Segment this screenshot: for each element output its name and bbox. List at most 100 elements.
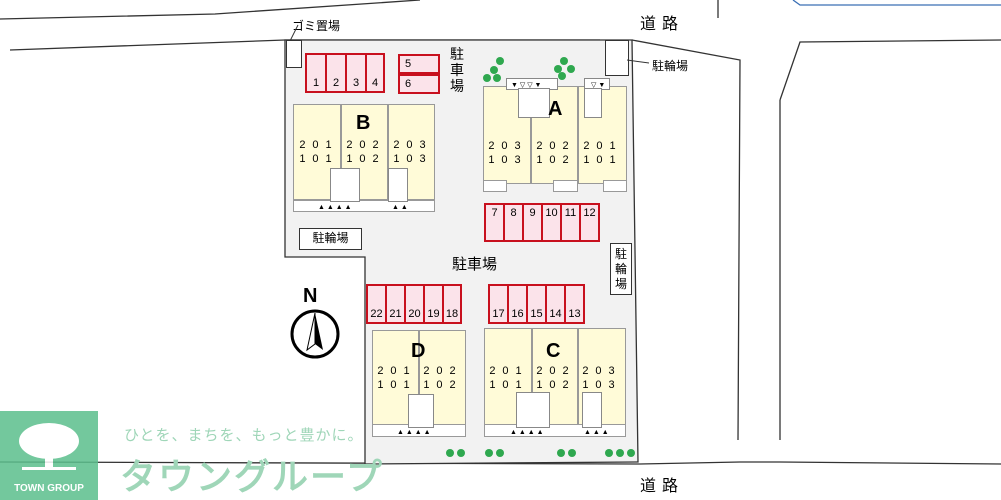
parking-stall-11: 11 xyxy=(560,203,581,242)
tree xyxy=(560,57,568,65)
stall-number: 15 xyxy=(530,308,543,320)
unit-number: 201 101 xyxy=(489,365,529,391)
parking-stall-8: 8 xyxy=(503,203,524,242)
tree xyxy=(446,449,454,457)
unit-number: 203 103 xyxy=(488,140,528,166)
building-label-a: A xyxy=(548,98,563,120)
parking-label-center: 駐車場 xyxy=(452,256,498,273)
building-b-balcony xyxy=(293,200,435,212)
bike-parking-sign-left: 駐輪場 xyxy=(299,228,362,250)
logo-text: TOWN GROUP xyxy=(14,483,84,494)
tree xyxy=(457,449,465,457)
unit-number: 201 101 xyxy=(377,365,417,391)
stall-number: 7 xyxy=(491,207,498,219)
parking-stall-7: 7 xyxy=(484,203,505,242)
stall-number: 22 xyxy=(370,308,383,320)
stall-number: 9 xyxy=(529,207,536,219)
tree xyxy=(605,449,613,457)
bike-parking-sign-right: 駐輪場 xyxy=(610,243,632,295)
stall-number: 2 xyxy=(332,77,340,89)
parking-stall-16: 16 xyxy=(507,284,528,324)
unit-number: 202 102 xyxy=(423,365,463,391)
parking-stall-19: 19 xyxy=(423,284,444,324)
tree xyxy=(483,74,491,82)
brand-name: タウングループ xyxy=(120,456,384,497)
parking-stall-3: 3 xyxy=(345,53,367,93)
entrance-c-2 xyxy=(582,392,602,428)
stall-number: 8 xyxy=(510,207,517,219)
tree xyxy=(627,449,635,457)
stall-number: 17 xyxy=(492,308,505,320)
unit-number: 202 102 xyxy=(536,365,576,391)
tree xyxy=(554,65,562,73)
building-a-porch xyxy=(483,180,507,192)
parking-stall-5: 5 xyxy=(398,54,440,74)
garbage-leader xyxy=(289,24,299,42)
parking-stall-1: 1 xyxy=(305,53,327,93)
parking-stall-18: 18 xyxy=(442,284,462,324)
tree xyxy=(557,449,565,457)
unit-number: 201 101 xyxy=(299,139,339,165)
parking-stall-6: 6 xyxy=(398,74,440,94)
parking-stall-4: 4 xyxy=(365,53,385,93)
entrance-b-2 xyxy=(388,168,408,202)
parking-stall-12: 12 xyxy=(579,203,600,242)
parking-stall-9: 9 xyxy=(522,203,543,242)
unit-number: 202 102 xyxy=(346,139,386,165)
unit-number: 203 103 xyxy=(393,139,433,165)
entrance-c-1 xyxy=(516,392,550,428)
entrance-marker: ▲ ▲ ▲ ▲ xyxy=(318,204,352,211)
bike-parking-label-right: 駐輪場 xyxy=(614,247,627,291)
parking-stall-20: 20 xyxy=(404,284,425,324)
unit-number: 203 103 xyxy=(582,365,622,391)
stall-number: 12 xyxy=(583,207,596,219)
stall-number: 18 xyxy=(445,308,459,320)
garbage-label: ゴミ置場 xyxy=(292,19,341,33)
unit-number: 202 102 xyxy=(536,140,576,166)
tree-logo-icon xyxy=(19,423,79,470)
stall-number: 11 xyxy=(564,207,577,219)
parking-stall-22: 22 xyxy=(366,284,387,324)
building-label-b: B xyxy=(356,112,371,134)
entrance-d xyxy=(408,394,434,428)
entrance-b-1 xyxy=(330,168,360,202)
building-label-d: D xyxy=(411,340,426,362)
entrance-marker: ▼ ▽ ▽ ▼ xyxy=(511,82,542,89)
stall-number: 1 xyxy=(312,77,320,89)
tree xyxy=(558,72,566,80)
entrance-marker: ▲ ▲ ▲ ▲ xyxy=(510,429,544,436)
stall-number: 3 xyxy=(352,77,360,89)
stall-number: 21 xyxy=(389,308,402,320)
stall-number: 20 xyxy=(408,308,421,320)
bike-parking-label-top-right: 駐輪場 xyxy=(652,59,689,73)
north-label: N xyxy=(303,285,318,307)
entrance-marker: ▲ ▲ ▲ xyxy=(584,429,609,436)
entrance-marker: ▽ ▼ xyxy=(591,82,606,89)
parking-stall-15: 15 xyxy=(526,284,547,324)
parking-stall-14: 14 xyxy=(545,284,566,324)
building-a-porch xyxy=(553,180,578,192)
parking-label-vertical: 駐車場 xyxy=(450,46,464,94)
building-c-unit-1 xyxy=(484,328,532,426)
stairs-a-2 xyxy=(584,88,602,118)
tree xyxy=(493,74,501,82)
bike-leader xyxy=(627,59,650,64)
stall-number: 6 xyxy=(405,78,412,90)
entrance-marker: ▲ ▲ ▲ ▲ xyxy=(397,429,431,436)
tree xyxy=(496,57,504,65)
stairs-a xyxy=(518,88,550,118)
stall-number: 19 xyxy=(427,308,440,320)
building-d-unit-1 xyxy=(372,330,419,426)
parking-stall-13: 13 xyxy=(564,284,585,324)
tree xyxy=(485,449,493,457)
tree xyxy=(490,66,498,74)
parking-stall-21: 21 xyxy=(385,284,406,324)
building-label-c: C xyxy=(546,340,561,362)
town-group-logo: TOWN GROUP xyxy=(0,411,98,500)
tree xyxy=(496,449,504,457)
unit-number: 201 101 xyxy=(583,140,623,166)
road-label-top: 道路 xyxy=(640,16,685,33)
parking-stall-10: 10 xyxy=(541,203,562,242)
stall-number: 14 xyxy=(549,308,562,320)
slogan: ひとを、まちを、もっと豊かに。 xyxy=(124,427,364,444)
